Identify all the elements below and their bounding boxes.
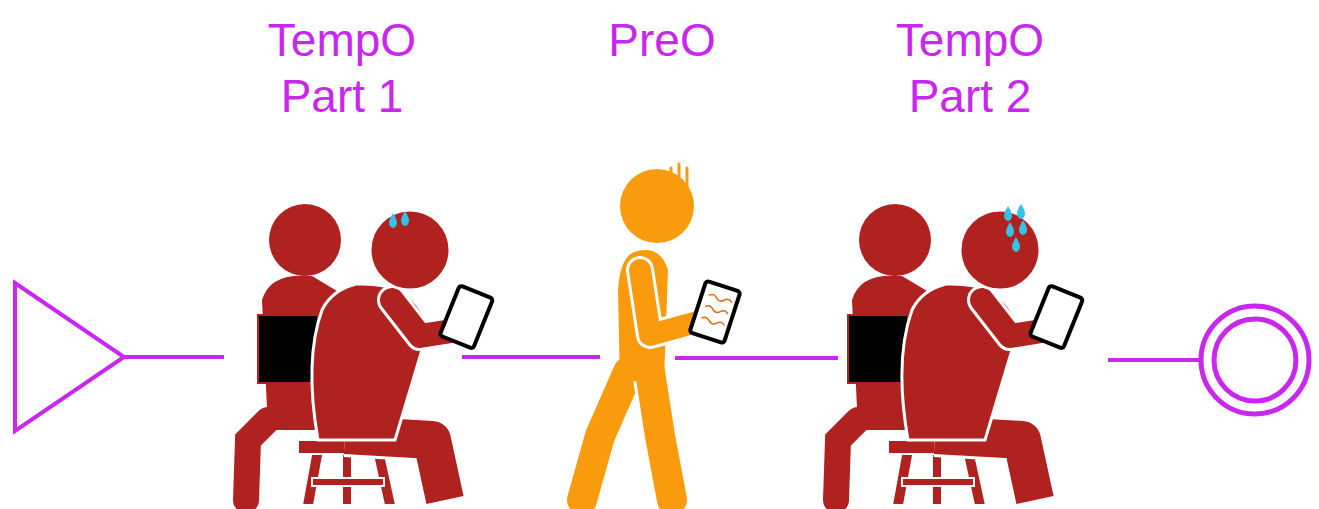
sweat-drop	[1012, 237, 1020, 252]
seated-pair	[246, 204, 493, 505]
sweat-drop	[1006, 222, 1014, 237]
flow-line	[1108, 358, 1200, 362]
sweat-drop	[389, 213, 397, 228]
start-triangle	[15, 283, 124, 431]
sequence-flow	[675, 356, 838, 360]
seated-pair	[836, 204, 1083, 505]
flow-step: PreO	[600, 12, 675, 502]
end-circle	[1201, 306, 1309, 414]
sweat-drop	[1019, 220, 1027, 235]
end-circle-inner	[1214, 319, 1296, 401]
step-label: PreO	[552, 12, 772, 68]
sweat-drop	[401, 211, 409, 226]
sequence-flow	[462, 355, 600, 359]
flow-step: TempO Part 2	[838, 12, 1080, 502]
step-label: TempO Part 1	[232, 12, 452, 124]
sweat-drop	[1004, 206, 1012, 221]
walking-person	[582, 164, 740, 500]
step-label: TempO Part 2	[860, 12, 1080, 124]
flow-step: TempO Part 1	[222, 12, 462, 502]
sweat-drop	[1017, 204, 1025, 219]
flow-line	[124, 355, 224, 359]
